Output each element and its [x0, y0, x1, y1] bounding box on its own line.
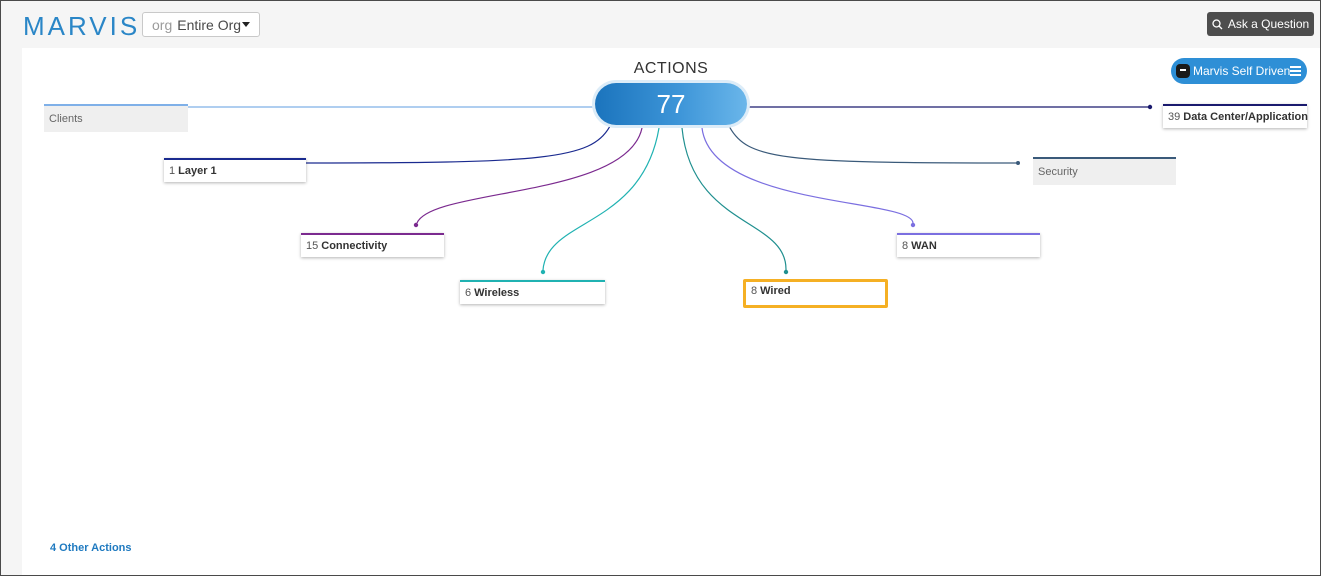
category-count: 8 [751, 285, 758, 297]
category-count: 15 [306, 240, 319, 252]
wireless-connector [542, 127, 660, 271]
security-connector [728, 125, 1019, 164]
actions-title: ACTIONS [633, 60, 709, 77]
category-count: 8 [902, 240, 909, 252]
layer1-connector [296, 125, 611, 164]
category-security[interactable]: Security [1033, 157, 1176, 185]
category-name: Wired [760, 285, 791, 297]
org-selected-value: Entire Org [177, 16, 242, 33]
wan-connector-dot [910, 222, 916, 228]
category-count: 1 [169, 165, 176, 177]
security-connector-dot [1016, 161, 1020, 165]
caret-down-icon [242, 22, 250, 27]
category-name: WAN [911, 240, 937, 252]
robot-icon [1176, 64, 1190, 78]
ask-question-button[interactable]: Ask a Question [1207, 12, 1314, 36]
org-prefix-label: org [152, 16, 173, 33]
connector-lines [188, 104, 1153, 275]
category-name: Security [1038, 166, 1078, 178]
category-name: Layer 1 [178, 165, 217, 177]
ask-question-label: Ask a Question [1227, 17, 1310, 31]
menu-icon [1290, 66, 1301, 76]
search-icon [1212, 18, 1223, 29]
marvis-logo: MARVIS [23, 11, 141, 41]
connectivity-connector-dot [413, 222, 419, 228]
wired-connector [681, 127, 787, 271]
self-driven-button[interactable]: Marvis Self Driven [1171, 58, 1307, 84]
category-clients[interactable]: Clients [44, 104, 188, 132]
category-name: Connectivity [321, 240, 388, 252]
total-actions-count[interactable]: 77 [595, 83, 747, 125]
other-actions-link[interactable]: 4 Other Actions [50, 542, 132, 554]
datacenter-connector-dot [1147, 104, 1153, 110]
wired-connector-dot [783, 269, 789, 275]
org-selector[interactable]: org Entire Org [142, 12, 260, 37]
self-driven-label: Marvis Self Driven [1193, 64, 1291, 78]
connectivity-connector [416, 127, 643, 224]
category-name: Data Center/Application [1183, 111, 1308, 123]
wan-connector [701, 127, 914, 224]
category-count: 6 [465, 287, 472, 299]
category-name: Wireless [474, 287, 520, 299]
wireless-connector-dot [540, 269, 546, 275]
category-name: Clients [49, 113, 83, 125]
category-count: 39 [1168, 111, 1181, 123]
